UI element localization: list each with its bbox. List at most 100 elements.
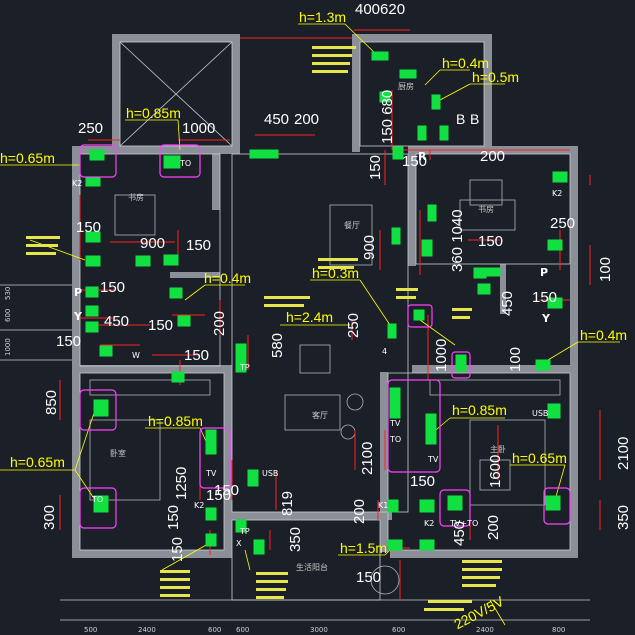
dimension-label: 350	[287, 527, 304, 552]
height-label: h=0.4m	[442, 55, 489, 71]
room-balcony: 生活阳台	[296, 562, 328, 572]
height-label: h=1.5m	[340, 540, 387, 556]
height-label: h=0.85m	[148, 413, 203, 429]
height-label: h=0.4m	[580, 327, 627, 343]
axis-tick-label: 1000	[4, 338, 12, 356]
dimension-label: 450	[499, 291, 516, 316]
dimension-label: 200	[351, 499, 368, 524]
red-lines	[59, 29, 601, 600]
room-study-left: 书房	[128, 192, 144, 202]
symbol-code: P	[74, 286, 82, 299]
dimension-label: 360 1040	[449, 209, 466, 272]
symbol-code: K2	[194, 501, 204, 510]
bottom-axis: 500 2400 600 600 3000 600 2400 800	[84, 626, 565, 634]
symbol-code: TO	[91, 495, 103, 504]
dimension-label: 1000	[433, 339, 450, 372]
dimension-label: 150	[367, 155, 384, 180]
dimension-label: 1250	[173, 467, 190, 500]
dimension-label: 150	[165, 505, 182, 530]
height-label: h=0.4m	[204, 270, 251, 286]
symbol-code: K2	[552, 189, 562, 198]
height-label: h=0.85m	[126, 105, 181, 121]
highlight-boxes	[79, 144, 571, 529]
dimension-label: 400620	[355, 1, 405, 18]
dimension-label: 450	[104, 313, 129, 330]
symbol-code: USB	[532, 409, 548, 418]
symbol-code: K2	[72, 179, 82, 188]
dimension-label: 150 680	[379, 90, 396, 144]
axis-tick-label: 800	[552, 626, 565, 634]
symbol-code: TV	[389, 419, 401, 428]
axis-tick-label: 3000	[310, 626, 328, 634]
symbol-code: TP	[239, 527, 250, 536]
dimension-label: 850	[43, 390, 60, 415]
dimension-label: 450	[264, 111, 289, 128]
symbol-code: TP	[239, 363, 250, 372]
walls	[72, 34, 578, 558]
height-label: h=0.5m	[472, 69, 519, 85]
dimension-label: 150	[214, 482, 239, 499]
height-label: h=0.65m	[10, 454, 65, 470]
dimension-label: 150	[532, 289, 557, 306]
symbol-code: TO	[389, 435, 401, 444]
dimension-label: 2100	[615, 437, 632, 470]
dimension-label: 200	[211, 311, 228, 336]
dimension-label: 150	[402, 153, 427, 170]
axis-tick-label: 2400	[138, 626, 156, 634]
dimension-label: 250	[550, 215, 575, 232]
left-axis: 530 600 1000	[4, 287, 12, 356]
dimension-label: 300	[41, 505, 58, 530]
room-dining: 餐厅	[344, 221, 360, 230]
dimension-label: 2100	[359, 442, 376, 475]
dimension-label: 1600	[487, 455, 504, 488]
dimension-label: 4	[382, 347, 387, 356]
dimension-label: 450	[451, 521, 468, 546]
dimension-label: 900	[140, 235, 165, 252]
thin-lines	[0, 41, 590, 621]
symbol-code: TV	[427, 455, 439, 464]
dimension-label: 150	[478, 233, 503, 250]
symbol-code: TV	[205, 469, 217, 478]
axis-tick-label: 600	[4, 309, 12, 322]
axis-tick-label: 600	[392, 626, 405, 634]
height-label: h=0.65m	[512, 450, 567, 466]
dimension-label: 150	[56, 333, 81, 350]
dimension-label: 1000	[182, 120, 215, 137]
symbol-code: P	[540, 266, 548, 279]
dimension-label: 150	[206, 487, 231, 504]
dimension-label: 200	[485, 515, 502, 540]
symbol-code: K2	[424, 519, 434, 528]
dimension-label: 150	[169, 537, 186, 562]
dimension-label: 900	[361, 235, 378, 260]
symbol-code: X	[236, 539, 242, 548]
room-study: 书房	[478, 204, 494, 214]
height-label: h=0.85m	[452, 402, 507, 418]
outlet-symbols	[85, 51, 568, 555]
room-living: 客厅	[312, 410, 328, 420]
room-bedroom-left: 卧室	[110, 448, 126, 458]
symbol-code: W	[132, 351, 140, 360]
symbol-code: R	[418, 150, 427, 163]
room-kitchen: 厨房	[398, 81, 414, 91]
axis-tick-label: 2400	[476, 626, 494, 634]
dimension-label: 819	[279, 491, 296, 516]
dimension-label: 150	[410, 473, 435, 490]
height-label: h=2.4m	[286, 309, 333, 325]
symbol-code: B	[456, 111, 465, 127]
axis-tick-label: 500	[84, 626, 97, 634]
symbol-code: K1	[378, 501, 388, 510]
axis-tick-label: 600	[236, 626, 249, 634]
note-blocks	[26, 46, 502, 611]
symbol-code: USB	[262, 469, 278, 478]
symbol-code: TV+TO	[449, 519, 478, 528]
dimension-label: 150	[148, 317, 173, 334]
dimension-label: 150	[76, 219, 101, 236]
dimension-label: 100	[507, 347, 524, 372]
symbol-code: B	[470, 111, 479, 127]
height-label: h=1.3m	[299, 9, 346, 25]
dimension-label: 100	[597, 257, 614, 282]
axis-tick-label: 530	[4, 287, 12, 300]
axis-tick-label: 600	[208, 626, 221, 634]
